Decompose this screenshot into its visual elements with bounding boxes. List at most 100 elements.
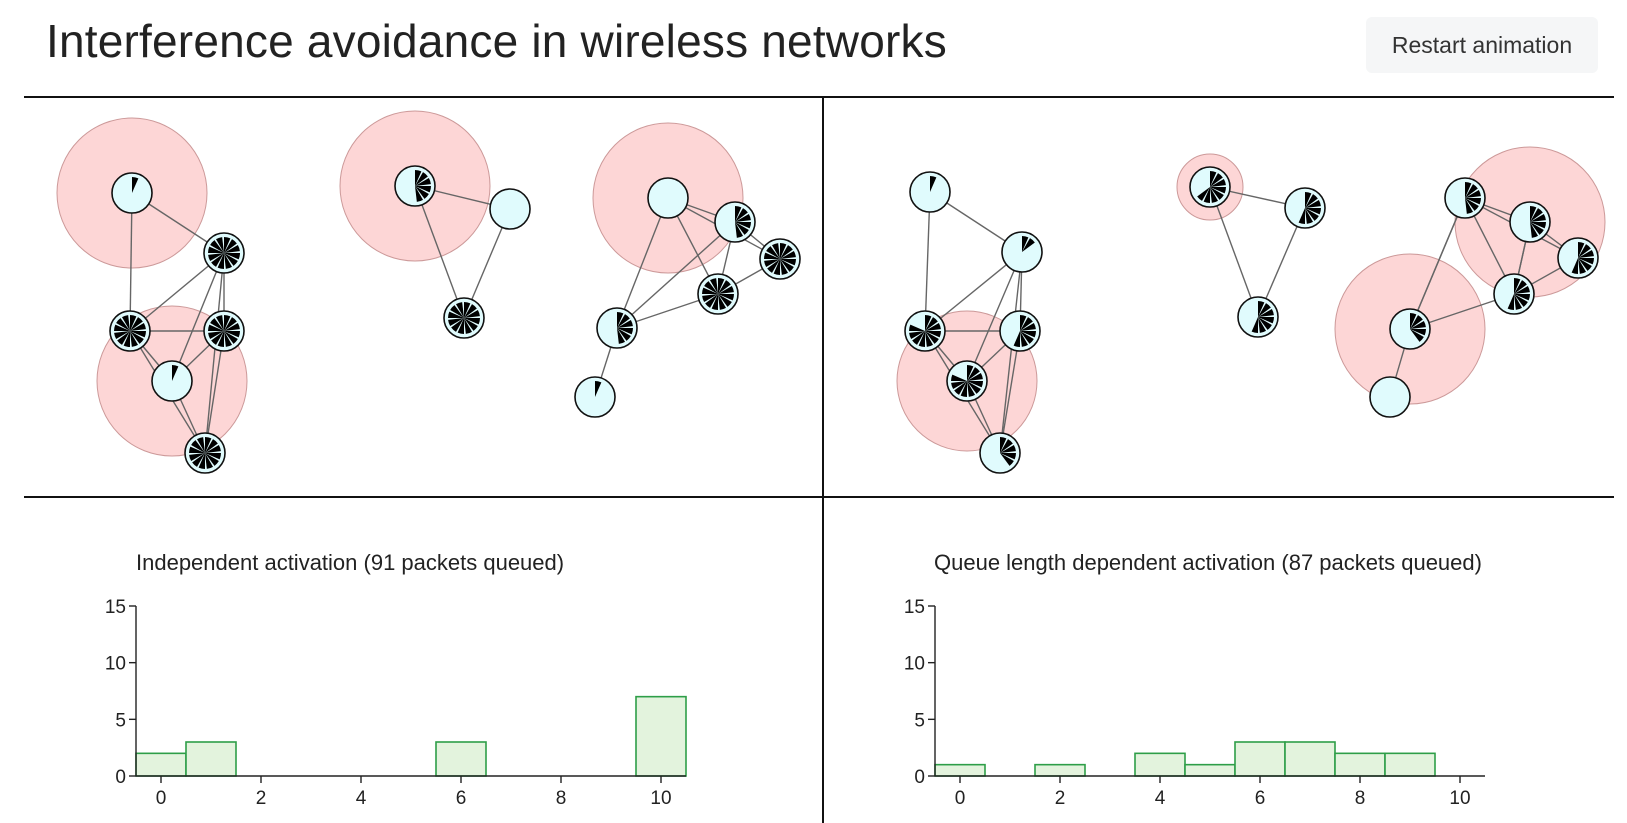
network-node[interactable] (1493, 273, 1535, 315)
queued-packet-slice (1000, 453, 1016, 460)
network-node[interactable] (909, 171, 951, 213)
network-node[interactable] (1237, 296, 1279, 338)
network-node[interactable] (759, 238, 801, 280)
queued-packet-slice (967, 367, 980, 381)
queued-packet-slice (130, 323, 146, 331)
y-tick-label: 5 (115, 710, 126, 731)
queued-packet-slice (1022, 238, 1035, 252)
network-node[interactable] (1557, 237, 1599, 279)
network-link (1409, 197, 1466, 330)
queued-packet-slice (415, 186, 423, 202)
queued-packet-slice (1210, 187, 1218, 203)
y-tick-label: 10 (904, 654, 925, 675)
queued-packet-slice (617, 328, 633, 335)
queued-packet-slice (1578, 258, 1592, 271)
queued-packet-slice (704, 281, 718, 294)
network-node[interactable] (489, 188, 531, 230)
histogram-bar (185, 741, 237, 777)
queued-packet-slice (1020, 331, 1028, 347)
network-node[interactable] (714, 201, 756, 243)
queued-packet-slice (1013, 331, 1020, 347)
queued-packet-slice (224, 253, 241, 260)
queued-packet-slice (1465, 198, 1481, 205)
network-node[interactable] (904, 310, 946, 352)
network-link (616, 197, 669, 329)
network-node[interactable] (999, 310, 1041, 352)
network-node[interactable] (946, 360, 988, 402)
network-node[interactable] (1509, 201, 1551, 243)
network-node[interactable] (109, 310, 151, 352)
queued-packet-slice (967, 381, 981, 394)
queued-packet-slice (954, 381, 967, 395)
y-tick-label: 0 (914, 767, 925, 788)
network-node[interactable] (647, 177, 689, 219)
queued-packet-slice (456, 302, 464, 318)
queued-packet-slice (930, 176, 937, 192)
queued-packet-slice (1000, 445, 1016, 453)
x-tick-label: 4 (1155, 788, 1166, 809)
queued-packet-slice (1530, 222, 1546, 229)
network-node[interactable] (1389, 308, 1431, 350)
queued-packet-slice (764, 252, 780, 259)
queued-packet-slice (130, 331, 146, 338)
queued-packet-slice (1514, 294, 1522, 310)
queued-packet-slice (205, 453, 221, 460)
network-node[interactable] (1284, 187, 1326, 229)
network-node[interactable] (574, 376, 616, 418)
queued-packet-slice (448, 311, 464, 318)
network-node[interactable] (111, 172, 153, 214)
queued-packet-slice (967, 365, 974, 381)
queued-packet-slice (415, 172, 428, 186)
network-node[interactable] (203, 310, 245, 352)
queued-packet-slice (208, 253, 224, 261)
queued-packet-slice (780, 245, 793, 259)
network-link (616, 221, 736, 329)
queued-packet-slice (172, 365, 179, 381)
queued-packet-slice (705, 294, 718, 308)
histogram-bar (1284, 741, 1336, 777)
queued-packet-slice (224, 245, 240, 253)
queued-packet-slice (1210, 173, 1223, 187)
x-tick-label: 0 (955, 788, 966, 809)
network-node[interactable] (203, 232, 245, 274)
network-node[interactable] (394, 165, 436, 207)
network-link (171, 252, 225, 382)
network-node[interactable] (596, 307, 638, 349)
queued-packet-slice (912, 331, 925, 345)
network-node[interactable] (1189, 166, 1231, 208)
network-node[interactable] (1001, 231, 1043, 273)
queued-packet-slice (224, 239, 237, 253)
queued-packet-slice (224, 331, 232, 347)
node-layer (109, 165, 801, 474)
restart-animation-button[interactable]: Restart animation (1366, 17, 1598, 73)
network-link (999, 251, 1023, 454)
queued-packet-slice (205, 453, 213, 469)
queued-packet-slice (1258, 303, 1271, 317)
queued-packet-slice (1020, 331, 1036, 338)
network-node[interactable] (697, 273, 739, 315)
queued-packet-slice (617, 320, 633, 328)
network-node[interactable] (979, 432, 1021, 474)
queued-packet-slice (1203, 187, 1210, 203)
queued-packet-slice (217, 253, 224, 269)
queued-packet-slice (1410, 321, 1426, 329)
queued-packet-slice (205, 445, 221, 453)
x-tick-label: 2 (1055, 788, 1066, 809)
queued-packet-slice (1258, 309, 1274, 317)
queued-packet-slice (718, 278, 725, 294)
network-node[interactable] (1369, 376, 1411, 418)
network-node[interactable] (184, 432, 226, 474)
network-node[interactable] (443, 297, 485, 339)
queued-packet-slice (122, 315, 130, 331)
network-node[interactable] (1444, 177, 1486, 219)
network-node[interactable] (151, 360, 193, 402)
queued-packet-slice (967, 381, 983, 388)
queued-packet-slice (114, 331, 130, 339)
queued-packet-slice (216, 315, 224, 331)
queued-packet-slice (208, 246, 224, 253)
network-link (966, 251, 1023, 382)
queued-packet-slice (1410, 315, 1423, 329)
queued-packet-slice (224, 317, 237, 331)
